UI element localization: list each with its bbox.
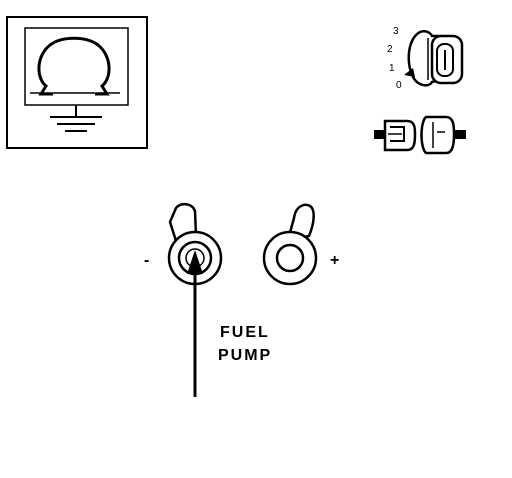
plus-sign-label: + [330, 252, 339, 269]
fuel-pump-switch-right[interactable] [262, 203, 318, 286]
ignition-key-icon [404, 29, 464, 87]
minus-sign-label: - [144, 252, 149, 269]
callout-arrow [187, 250, 203, 397]
callout-label-line1: FUEL [220, 324, 270, 341]
ignition-position-label: 3 [393, 26, 399, 37]
plug-connector-icon [374, 115, 466, 155]
ignition-position-label: 2 [387, 44, 393, 55]
ground-symbol-monitor-icon [6, 16, 148, 149]
ignition-position-label: 0 [396, 80, 402, 91]
callout-label-line2: PUMP [218, 347, 272, 364]
ignition-position-label: 1 [389, 63, 395, 74]
